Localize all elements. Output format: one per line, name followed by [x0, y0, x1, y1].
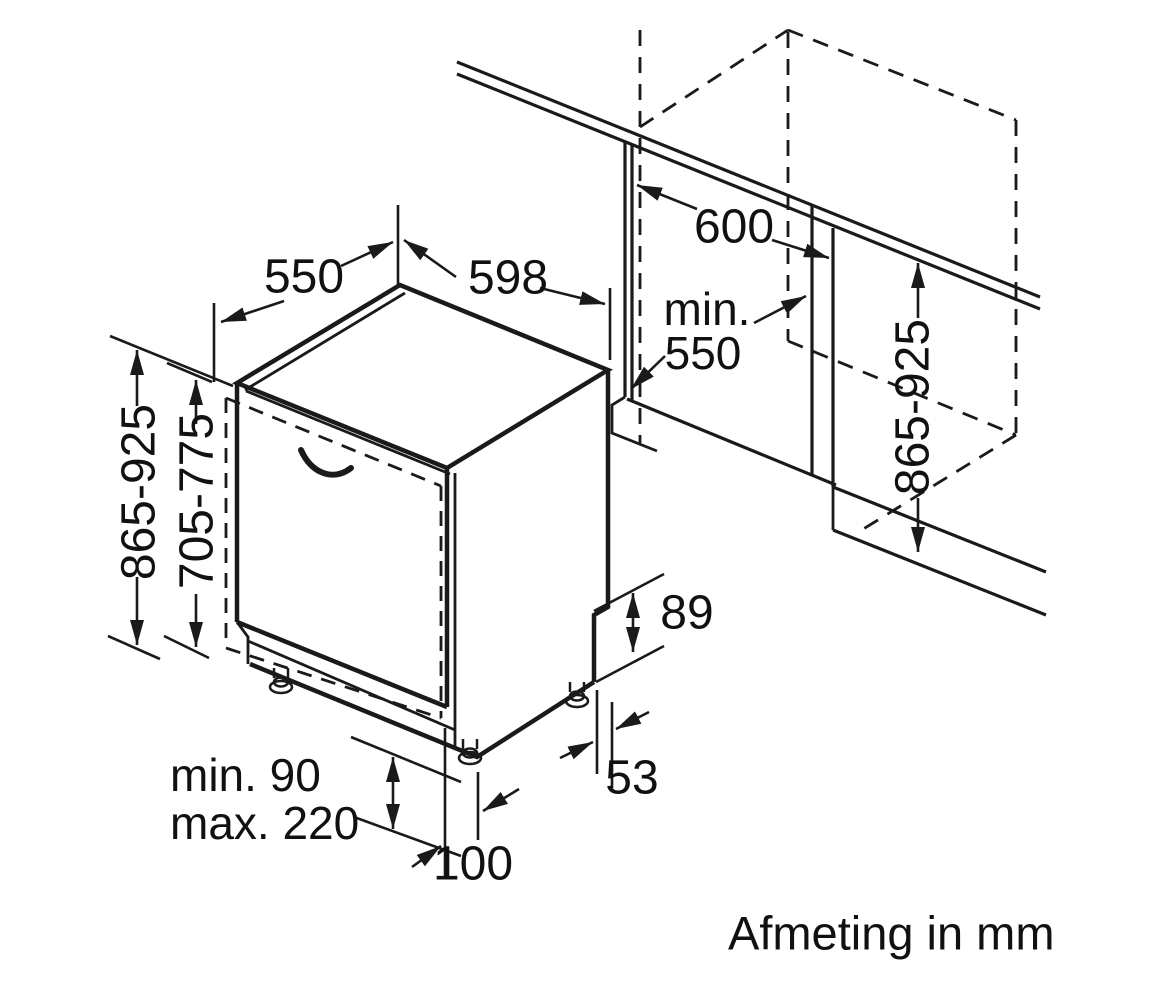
door-handle: [298, 447, 354, 478]
right-plinth-line: [832, 528, 1047, 617]
niche-box-top-depth-edge: [639, 28, 789, 129]
dishwasher-rear-right-edge: [591, 370, 611, 682]
dishwasher-top-face: [231, 282, 613, 471]
niche-walls: [610, 141, 1047, 617]
feet: [268, 668, 590, 766]
ext-plinth-bottom: [353, 815, 462, 858]
dim-53-right-leader: [615, 710, 650, 731]
label-plinth-max-220: max. 220: [170, 797, 359, 849]
niche-box-top-width-edge: [787, 28, 1017, 122]
ext-plinth-top: [350, 735, 462, 784]
dimension-arrows: [130, 183, 925, 869]
dishwasher-front-bottom-edge: [236, 619, 448, 710]
dim-100-left-leader: [411, 844, 442, 869]
worktop-upper-line: [456, 60, 1041, 299]
dimension-labels: 550 598 600 min. 550 865-925 705-775 865…: [113, 201, 1055, 960]
furniture-door-top-dashed: [225, 396, 442, 488]
dim-550-right-leader: [340, 240, 394, 268]
dishwasher: [224, 282, 613, 766]
plinth-left-step: [235, 621, 250, 664]
front-right-foot: [457, 739, 483, 766]
dim-598-right-leader: [539, 286, 606, 306]
rear-foot: [564, 682, 590, 709]
niche-left-wall-notch: [610, 395, 658, 453]
right-floor-line: [832, 485, 1047, 574]
label-offset-53: 53: [605, 752, 658, 805]
ext-865-left-bottom: [107, 634, 161, 661]
furniture-door-bottom-dashed: [225, 646, 442, 720]
caption-units: Afmeting in mm: [728, 907, 1054, 960]
worktop-lower-line: [456, 72, 1041, 311]
label-height-right-865-925: 865-925: [887, 319, 940, 495]
label-height-left-865-925: 865-925: [113, 404, 166, 580]
niche-box-bottom-rear-edge: [787, 339, 1017, 437]
label-door-height-705-775: 705-775: [171, 413, 224, 589]
dim-min550-upper-leader: [753, 294, 807, 325]
dim-598-left-leader: [403, 238, 457, 279]
dim-600-left-segment: [636, 183, 698, 211]
label-niche-depth-min-word: min.: [664, 283, 751, 335]
dishwasher-top-inner-width-line: [245, 389, 451, 476]
label-width-598: 598: [468, 252, 548, 305]
ext-705-top: [166, 361, 213, 384]
dim-min550-lower-leader: [630, 355, 666, 390]
niche-box-bottom-depth-edge: [859, 433, 1017, 533]
niche-dashed-box: [638, 28, 1018, 533]
label-niche-width-600: 600: [694, 201, 774, 254]
dim-600-right-segment: [771, 238, 830, 260]
label-foot-inset-100: 100: [433, 838, 513, 891]
niche-floor-front-edge: [626, 397, 837, 487]
ext-705-bottom: [163, 634, 210, 660]
dim-100-right-leader: [482, 787, 520, 813]
label-step-89: 89: [660, 587, 713, 640]
front-left-foot: [268, 668, 294, 695]
ext-865-left-top: [109, 334, 234, 388]
label-plinth-min-90: min. 90: [170, 749, 321, 801]
ext-89-top: [593, 572, 665, 613]
label-niche-depth-min-value: 550: [665, 327, 742, 379]
plinth-top-edge: [247, 639, 456, 732]
dishwasher-top-inner-depth-line: [244, 291, 406, 392]
worktop: [456, 60, 1041, 311]
extension-lines: [107, 205, 665, 878]
label-depth-550: 550: [264, 251, 344, 304]
ext-89-bottom: [595, 644, 665, 684]
dim-550-left-leader: [220, 299, 285, 324]
dim-53-left-leader: [559, 740, 594, 760]
dishwasher-bottom-edge: [249, 661, 596, 760]
